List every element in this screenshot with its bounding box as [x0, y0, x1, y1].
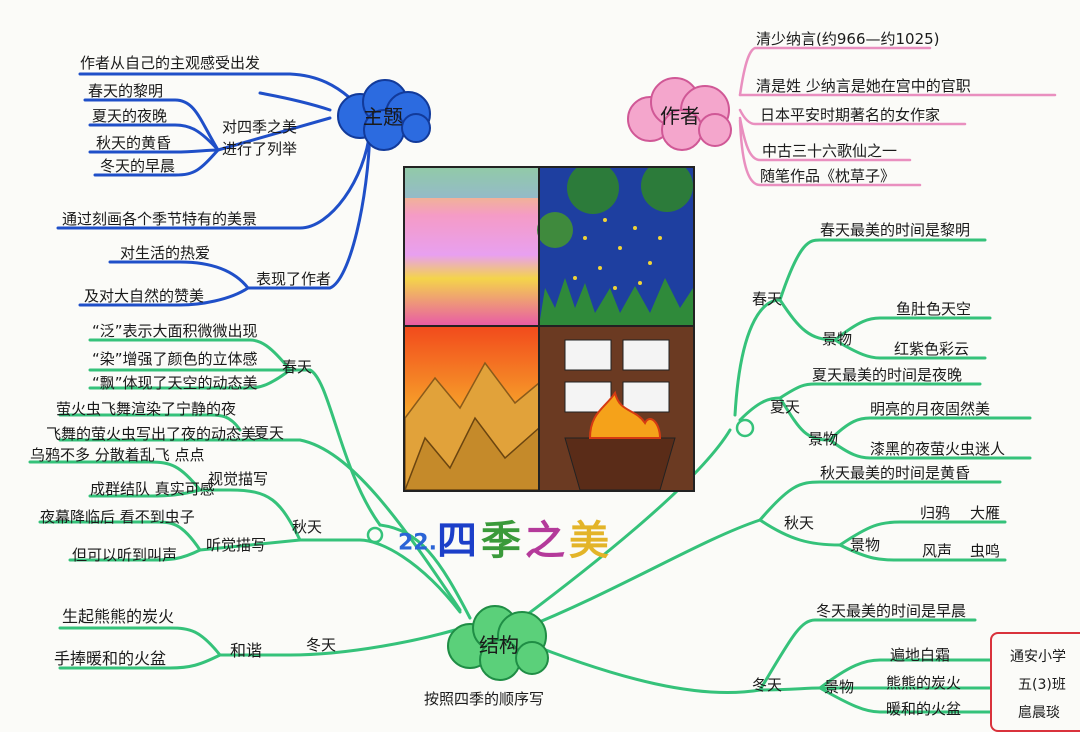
left-summer-label: 夏天	[254, 424, 285, 442]
right-autumn-scene-2: 大雁	[970, 504, 1001, 522]
right-winter-best: 冬天最美的时间是早晨	[816, 602, 967, 620]
theme-season-3: 秋天的黄昏	[96, 134, 172, 152]
theme-express-2: 及对大自然的赞美	[84, 287, 205, 305]
four-seasons-painting	[403, 166, 695, 492]
right-autumn-scene-1: 归鸦	[920, 504, 951, 522]
author-cloud: 作者	[620, 74, 740, 154]
right-winter-scene-2: 熊熊的炭火	[886, 674, 962, 692]
author-branches	[738, 46, 1057, 187]
left-autumn-aural-2: 但可以听到叫声	[72, 546, 178, 564]
right-autumn-scene-label: 景物	[850, 536, 881, 554]
summer-quadrant	[537, 168, 693, 326]
theme-list-note-2: 进行了列举	[222, 140, 298, 158]
theme-intent: 作者从自己的主观感受出发	[80, 54, 261, 72]
left-spring-note-3: “飘”体现了天空的动态美	[92, 374, 258, 392]
class-stamp: 通安小学 五(3)班 扈晨琰	[990, 632, 1080, 732]
left-winter-label: 冬天	[306, 636, 337, 654]
right-winter-scene-label: 景物	[824, 678, 855, 696]
stamp-line-3: 扈晨琰	[1018, 705, 1060, 721]
structure-branches	[28, 238, 1032, 714]
structure-cloud-shape	[447, 605, 549, 681]
right-spring-scene-1: 鱼肚色天空	[896, 300, 972, 318]
right-winter-label: 冬天	[752, 676, 783, 694]
autumn-quadrant	[405, 326, 540, 490]
left-autumn-visual-1: 乌鸦不多 分散着乱飞 点点	[30, 446, 205, 464]
structure-cloud: 结构	[440, 602, 558, 684]
left-autumn-visual-2: 成群结队 真实可感	[90, 480, 215, 498]
theme-list-note-1: 对四季之美	[222, 118, 298, 136]
theme-label: 主题	[363, 104, 403, 129]
right-spring-label: 春天	[752, 290, 783, 308]
right-autumn-scene-4: 虫鸣	[970, 542, 1001, 560]
right-autumn-scene-3: 风声	[922, 542, 953, 560]
theme-season-1: 春天的黎明	[88, 82, 164, 100]
right-summer-best: 夏天最美的时间是夜晚	[812, 366, 963, 384]
spring-quadrant	[405, 168, 539, 326]
right-summer-scene-label: 景物	[808, 430, 839, 448]
left-spring-label: 春天	[282, 358, 313, 376]
right-summer-label: 夏天	[770, 398, 801, 416]
author-fact-1: 清是姓 少纳言是她在宫中的官职	[756, 77, 971, 95]
left-winter-item-1: 生起熊熊的炭火	[62, 607, 175, 626]
theme-express-1: 对生活的热爱	[120, 244, 211, 262]
left-summer-note-1: 萤火虫飞舞渲染了宁静的夜	[56, 400, 237, 418]
left-autumn-aural-label: 听觉描写	[206, 536, 267, 554]
theme-scenes: 通过刻画各个季节特有的美景	[62, 210, 258, 228]
theme-cloud-shape	[337, 79, 431, 151]
author-fact-4: 随笔作品《枕草子》	[760, 167, 896, 185]
title-text: 四季之美	[436, 518, 613, 564]
author-label: 作者	[660, 103, 700, 128]
right-winter-scene-3: 暖和的火盆	[886, 700, 962, 718]
left-summer-note-2: 飞舞的萤火虫写出了夜的动态美	[46, 425, 257, 443]
left-autumn-label: 秋天	[292, 518, 323, 536]
left-spring-note-1: “泛”表示大面积微微出现	[92, 322, 258, 340]
theme-season-2: 夏天的夜晚	[92, 107, 168, 125]
lesson-number: 22.	[398, 530, 437, 556]
right-spring-best: 春天最美的时间是黎明	[820, 221, 971, 239]
right-summer-scene-2: 漆黑的夜萤火虫迷人	[870, 440, 1006, 458]
author-name: 清少纳言(约966—约1025)	[756, 30, 940, 48]
right-autumn-best: 秋天最美的时间是黄昏	[820, 464, 971, 482]
right-spring-scene-label: 景物	[822, 330, 853, 348]
stamp-line-1: 通安小学	[1010, 649, 1066, 665]
theme-season-4: 冬天的早晨	[100, 157, 176, 175]
theme-cloud: 主题	[330, 76, 436, 154]
author-cloud-shape	[627, 77, 732, 151]
structure-note: 按照四季的顺序写	[424, 690, 545, 708]
right-summer-scene-1: 明亮的月夜固然美	[870, 400, 991, 418]
left-autumn-aural-1: 夜幕降临后 看不到虫子	[40, 508, 195, 526]
author-fact-2: 日本平安时期著名的女作家	[760, 106, 941, 124]
theme-express-label: 表现了作者	[256, 270, 332, 288]
left-winter-item-2: 手捧暖和的火盆	[54, 649, 167, 668]
author-fact-3: 中古三十六歌仙之一	[762, 142, 898, 160]
left-spring-note-2: “染”增强了颜色的立体感	[92, 350, 258, 368]
structure-label: 结构	[479, 632, 519, 657]
page-title: 22.四季之美	[398, 508, 613, 566]
theme-branches	[56, 72, 372, 307]
right-spring-scene-2: 红紫色彩云	[894, 340, 970, 358]
left-winter-mood: 和谐	[230, 641, 263, 660]
winter-quadrant	[539, 326, 693, 490]
right-winter-scene-1: 遍地白霜	[890, 646, 951, 664]
stamp-line-2: 五(3)班	[1018, 677, 1066, 693]
right-autumn-label: 秋天	[784, 514, 815, 532]
left-autumn-visual-label: 视觉描写	[208, 470, 269, 488]
